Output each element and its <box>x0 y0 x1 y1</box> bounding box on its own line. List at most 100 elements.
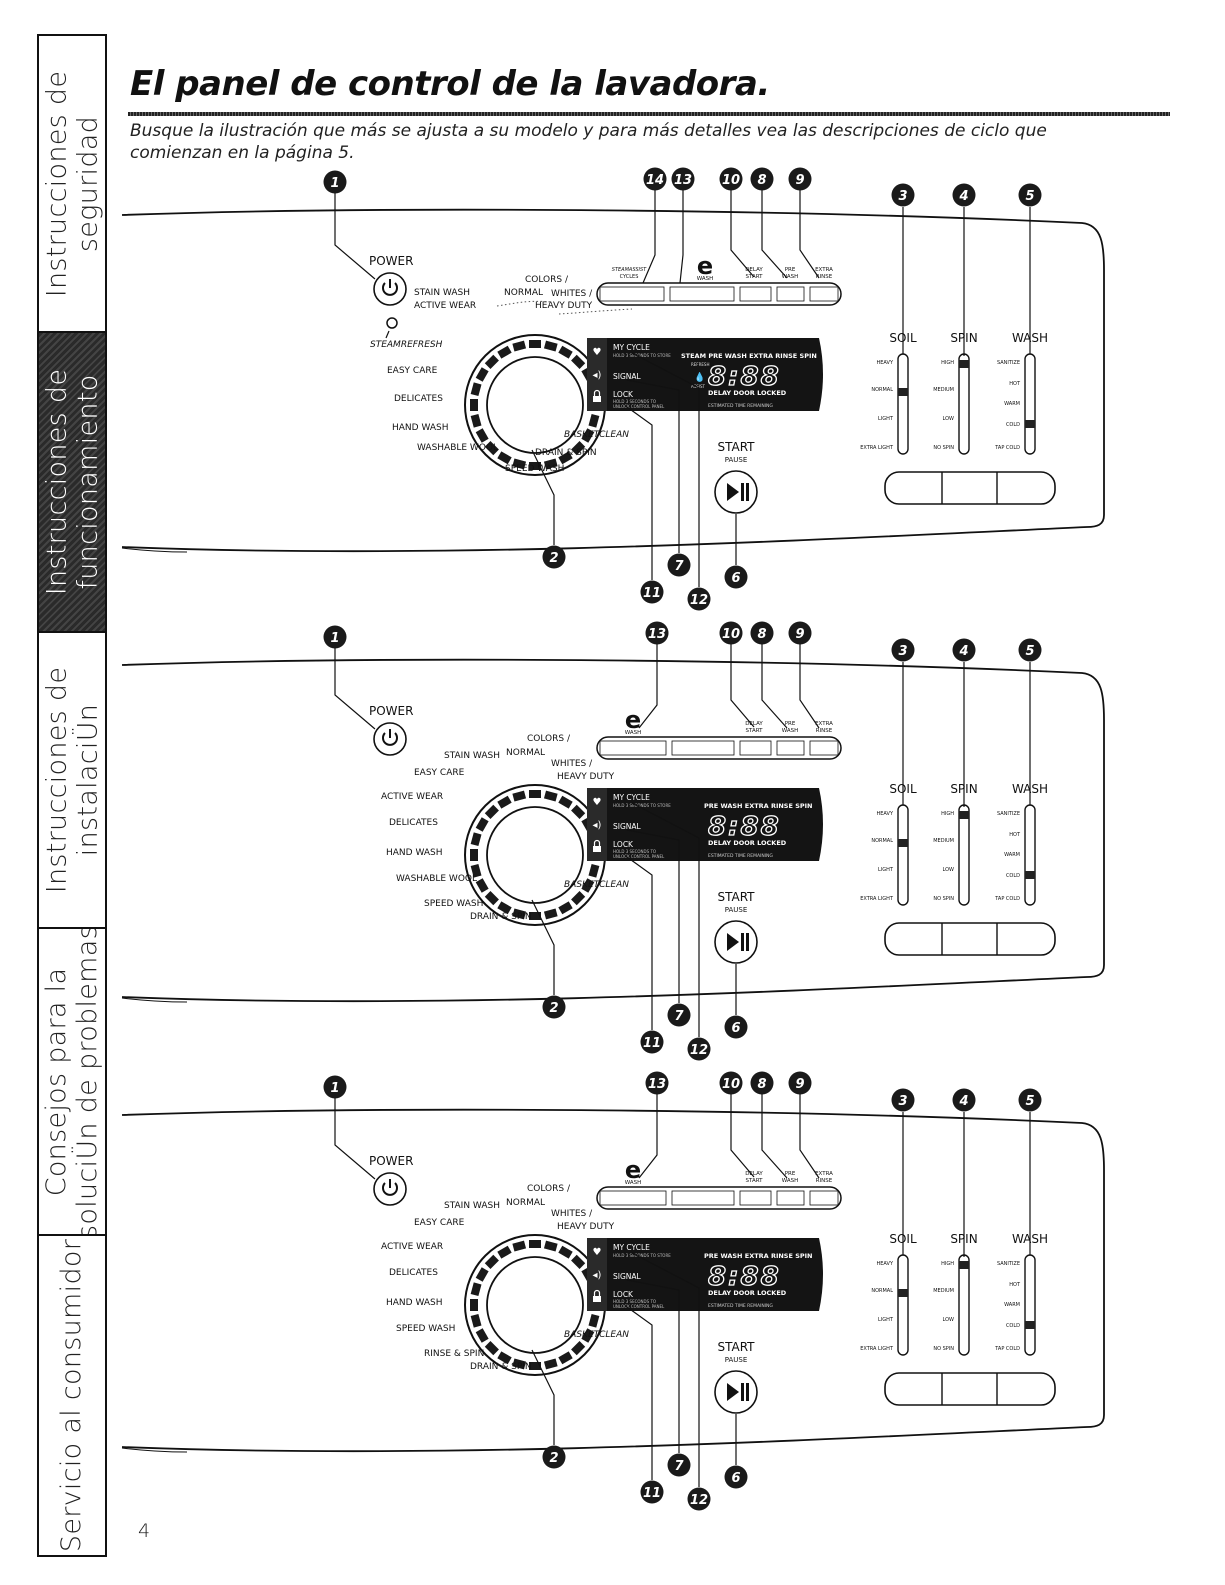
delay-start-button[interactable] <box>739 286 772 302</box>
dial-tick <box>484 891 499 906</box>
steam-icon-stem <box>385 330 390 339</box>
spin-slider[interactable] <box>958 353 970 455</box>
soil-slider[interactable] <box>897 804 909 906</box>
tab-consumer-support[interactable]: Servicio al consumidor <box>39 1236 105 1555</box>
power-button[interactable] <box>373 272 407 306</box>
cycle-label-normal: NORMAL <box>504 288 543 298</box>
callout-number: 1 <box>330 631 339 646</box>
pause-bar <box>741 1383 744 1401</box>
display-header: PRE WASH EXTRA RINSE SPIN <box>704 1252 813 1260</box>
pre-wash-button[interactable] <box>776 286 805 302</box>
callout-6: 6 <box>724 1015 748 1039</box>
dial-tick <box>470 1299 478 1311</box>
wash-slider[interactable] <box>1024 353 1036 455</box>
cycle-selector-dial[interactable] <box>464 1234 606 1376</box>
signal-button[interactable]: SIGNAL <box>613 1272 642 1281</box>
lock-body <box>593 846 601 852</box>
callout-circle <box>645 621 669 645</box>
dial-tick <box>529 340 541 348</box>
signal-button[interactable]: SIGNAL <box>613 822 642 831</box>
soil-slider[interactable] <box>897 353 909 455</box>
cycle-label-whites: WHITES / <box>551 1209 593 1219</box>
steam-assist-button[interactable] <box>599 286 665 302</box>
callout-circle <box>750 1071 774 1095</box>
callout-number: 6 <box>731 1021 740 1036</box>
slider-indicator <box>959 360 969 368</box>
ewash-button[interactable] <box>669 286 735 302</box>
blank-button[interactable] <box>671 1190 735 1206</box>
cycle-label-speed-wash: SPEED WASH <box>505 464 564 474</box>
estimated-time-label: ESTIMATED TIME REMAINING <box>708 1303 773 1309</box>
callout-number: 4 <box>958 1094 968 1109</box>
extra-rinse-button[interactable] <box>809 1190 839 1206</box>
delay-start-button[interactable] <box>739 1190 772 1206</box>
my-cycle-hint: HOLD 3 SECONDS TO STORE <box>613 353 671 358</box>
soil-level-label: EXTRA LIGHT <box>860 1346 894 1352</box>
pre-wash-button[interactable] <box>776 1190 805 1206</box>
spin-slider[interactable] <box>958 1254 970 1356</box>
wash-level-label: SANITIZE <box>997 811 1020 817</box>
dial-tick <box>571 1341 586 1356</box>
callout-leader <box>334 648 376 730</box>
dial-tick <box>484 1341 499 1356</box>
power-label: POWER <box>369 1154 413 1168</box>
wash-slider[interactable] <box>1024 1254 1036 1356</box>
callout-number: 2 <box>549 1001 558 1016</box>
callout-11: 11 <box>640 1480 664 1504</box>
pre-wash-button[interactable] <box>776 740 805 756</box>
lock-hint: HOLD 3 SECONDS TO <box>613 1299 656 1304</box>
ewash-label: WASH <box>697 276 714 282</box>
power-button[interactable] <box>373 722 407 756</box>
callout-9: 9 <box>788 167 812 191</box>
pause-bar <box>746 483 749 501</box>
dial-tick <box>581 878 595 893</box>
display-panel: ♥◂)STEAM PRE WASH EXTRA RINSE SPINREFRES… <box>587 338 823 411</box>
callout-leader <box>679 190 684 284</box>
dial-tick <box>588 413 600 428</box>
soil-slider[interactable] <box>897 1254 909 1356</box>
slider-track <box>958 1254 970 1356</box>
delay-start-button[interactable] <box>739 740 772 756</box>
start-pause-button[interactable] <box>714 920 758 964</box>
ewash-button[interactable] <box>599 740 667 756</box>
heart-icon: ♥ <box>593 797 602 808</box>
start-pause-button[interactable] <box>714 1370 758 1414</box>
callout-number: 8 <box>757 627 766 642</box>
callout-circle <box>750 167 774 191</box>
callout-number: 4 <box>958 189 968 204</box>
heart-icon: ♥ <box>593 1247 602 1258</box>
lock-shackle <box>593 389 601 396</box>
cycle-label-colors: COLORS / <box>525 275 569 285</box>
soil-level-label: NORMAL <box>871 387 893 393</box>
power-icon <box>382 1179 398 1196</box>
panel-edge <box>121 547 188 553</box>
callout-number: 10 <box>722 627 740 642</box>
ewash-button[interactable] <box>599 1190 667 1206</box>
cycle-selector-dial[interactable] <box>464 784 606 926</box>
signal-button[interactable]: SIGNAL <box>613 372 642 381</box>
play-triangle <box>727 1383 739 1401</box>
callout-7: 7 <box>667 1003 691 1027</box>
pre-wash-label: PRE <box>785 267 796 273</box>
callout-11: 11 <box>640 1030 664 1054</box>
blank-button[interactable] <box>671 740 735 756</box>
delay-start-label: START <box>746 274 764 280</box>
extra-rinse-button[interactable] <box>809 286 839 302</box>
extra-rinse-button[interactable] <box>809 740 839 756</box>
start-pause-button[interactable] <box>714 470 758 514</box>
wash-slider[interactable] <box>1024 804 1036 906</box>
power-button[interactable] <box>373 1172 407 1206</box>
spin-slider[interactable] <box>958 804 970 906</box>
callout-leader <box>638 1094 658 1179</box>
